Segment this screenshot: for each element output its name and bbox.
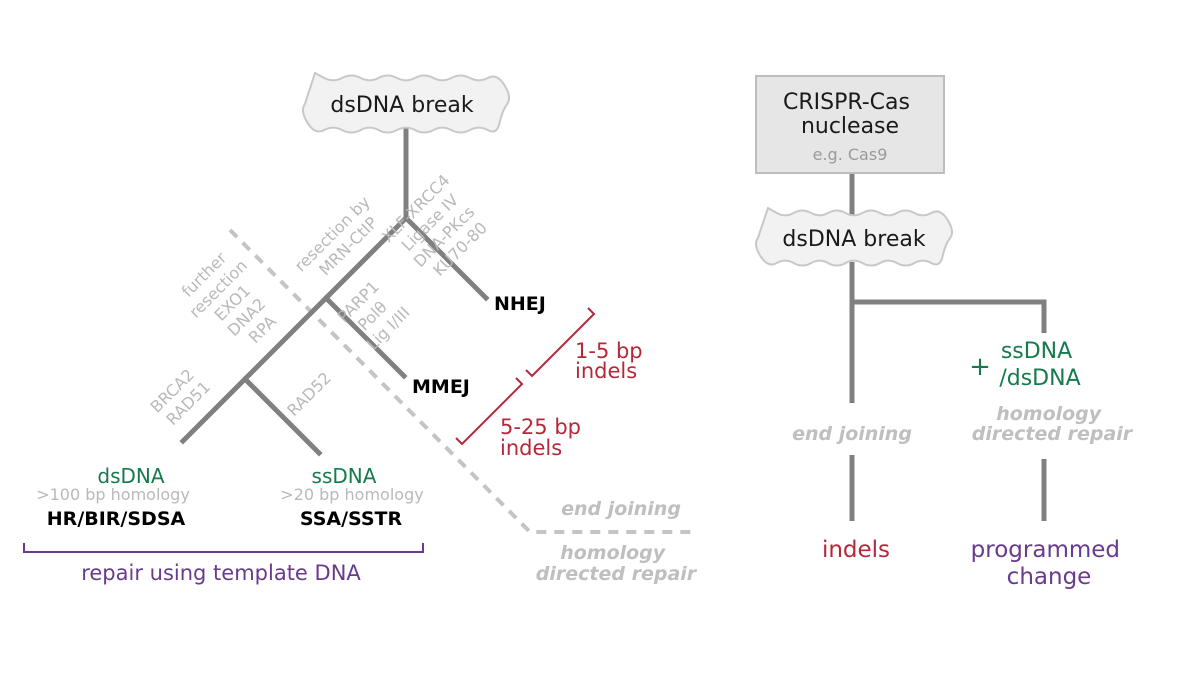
programmed-line-2: change xyxy=(1007,564,1092,590)
mmej-label: MMEJ xyxy=(412,376,470,398)
nhej-factors: XLF-XRCC4 Ligase IV DNA-PKcs KU70-80 xyxy=(378,167,500,289)
right-hdr-line-1: homology xyxy=(996,403,1103,425)
left-panel: dsDNA break XLF-XRCC4 Ligase IV DNA-PKcs… xyxy=(23,71,698,585)
right-end-joining-label: end joining xyxy=(792,423,912,445)
nhej-branch-line xyxy=(402,214,490,302)
ssa-homology-label: >20 bp homology xyxy=(280,485,423,504)
donor-line-1: ssDNA xyxy=(1001,339,1072,364)
outcome-programmed-change: programmed change xyxy=(971,537,1128,590)
indels-small-bracket xyxy=(525,307,596,378)
programmed-line-1: programmed xyxy=(971,537,1120,563)
mmej-factors: PARP1 Polθ Lig I/III xyxy=(334,274,415,355)
indels-large-line-1: 5-25 bp xyxy=(500,415,581,439)
left-break-label: dsDNA break xyxy=(330,93,473,118)
indels-large-label: 5-25 bp indels xyxy=(500,415,588,460)
left-hdr-label: homology directed repair xyxy=(536,542,698,585)
nuclease-label: CRISPR-Cas nuclease xyxy=(783,90,917,139)
hr-template-label: dsDNA xyxy=(97,464,164,488)
nuclease-line-1: CRISPR-Cas xyxy=(783,90,910,115)
resection-branch-line xyxy=(179,214,410,445)
plus-sign: + xyxy=(969,352,991,382)
right-break-cloud-shape xyxy=(754,206,954,267)
left-end-joining-label: end joining xyxy=(561,498,681,520)
resection-label: resection by MRN-CtIP xyxy=(291,189,392,290)
hr-label: HR/BIR/SDSA xyxy=(47,508,186,530)
nhej-label: NHEJ xyxy=(494,293,546,315)
ssa-label: SSA/SSTR xyxy=(300,508,403,530)
ssa-branch-line xyxy=(241,375,323,457)
rad52-label: RAD52 xyxy=(283,368,335,420)
template-bracket xyxy=(23,543,424,553)
right-hdr-label: homology directed repair xyxy=(972,403,1134,445)
break-cloud-shape xyxy=(301,71,511,134)
nuclease-box-rect xyxy=(755,75,945,174)
template-bracket-label: repair using template DNA xyxy=(81,561,361,585)
split-to-donor-line xyxy=(852,299,1047,333)
mmej-branch-line xyxy=(322,294,408,380)
hr-homology-label: >100 bp homology xyxy=(36,485,190,504)
right-panel: CRISPR-Cas nuclease e.g. Cas9 dsDNA brea… xyxy=(754,75,1134,590)
nuclease-box: CRISPR-Cas nuclease e.g. Cas9 xyxy=(755,75,945,174)
donor-line-2: /dsDNA xyxy=(999,366,1080,391)
left-hdr-line-1: homology xyxy=(560,542,667,564)
left-tree xyxy=(179,124,490,457)
donor-label: ssDNA /dsDNA xyxy=(999,339,1080,391)
indels-small-line-2: indels xyxy=(575,359,637,383)
indels-small-label: 1-5 bp indels xyxy=(575,339,649,383)
indels-small-line-1: 1-5 bp xyxy=(575,339,643,363)
nuclease-line-2: nuclease xyxy=(801,114,899,139)
indels-large-line-2: indels xyxy=(500,436,562,460)
right-break-cloud: dsDNA break xyxy=(754,206,954,267)
indels-large-bracket xyxy=(455,377,524,446)
left-break-cloud: dsDNA break xyxy=(301,71,511,134)
left-hdr-line-2: directed repair xyxy=(536,563,698,585)
right-break-label: dsDNA break xyxy=(782,227,925,252)
ssa-template-label: ssDNA xyxy=(312,464,377,488)
right-hdr-line-2: directed repair xyxy=(972,423,1134,445)
nuclease-example: e.g. Cas9 xyxy=(813,145,888,164)
right-tree xyxy=(849,173,1047,521)
outcome-indels: indels xyxy=(822,537,890,563)
